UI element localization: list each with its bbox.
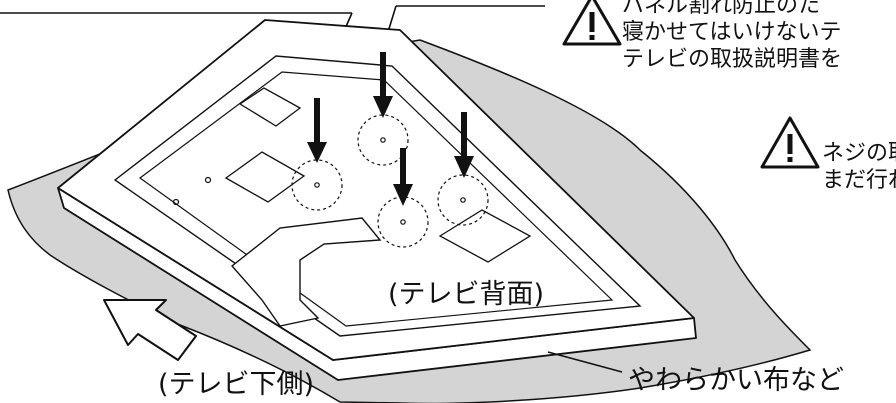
- warning-text-1-line-3: テレビの取扱説明書を: [622, 47, 843, 72]
- tv-inner-frame-2: [138, 71, 614, 327]
- screw-point-3: [437, 174, 489, 226]
- screw-point-4: [377, 196, 429, 248]
- warning-text-2-line-1: ネジの取: [822, 141, 896, 166]
- back-rect-1: [238, 87, 302, 127]
- down-arrow-icon: [307, 98, 327, 163]
- stand-recess: [230, 217, 382, 327]
- warning-text-2-line-2: まだ行わ: [822, 168, 896, 193]
- warning-triangle-icon: [760, 116, 820, 169]
- warning-text-1: パネル割れ防止のた 寝かせてはいけないテ テレビの取扱説明書を: [622, 0, 842, 73]
- down-arrow-icon: [393, 148, 413, 206]
- tv-bottom-label: (テレビ下側): [158, 369, 315, 400]
- tv-back-label: (テレビ背面): [388, 279, 545, 310]
- hole-1: [204, 176, 212, 184]
- tv-back-panel: [57, 19, 695, 361]
- down-arrow-icon: [454, 112, 474, 178]
- down-arrow-icon: [373, 52, 393, 118]
- soft-cloth-label: やわらかい布など: [628, 365, 844, 396]
- back-rect-2: [224, 151, 306, 203]
- back-rect-3: [438, 209, 532, 263]
- direction-arrow-icon: [103, 299, 197, 361]
- warning-text-2: ネジの取 まだ行わ: [822, 140, 896, 194]
- cloth-leader-line: [547, 351, 623, 373]
- warning-text-1-line-2: 寝かせてはいけないテ: [622, 20, 842, 45]
- warning-triangle-icon: [562, 0, 622, 46]
- hole-2: [172, 198, 180, 206]
- screw-point-2: [291, 159, 343, 211]
- screw-point-1: [357, 114, 409, 166]
- warning-text-1-line-1: パネル割れ防止のた: [622, 0, 821, 18]
